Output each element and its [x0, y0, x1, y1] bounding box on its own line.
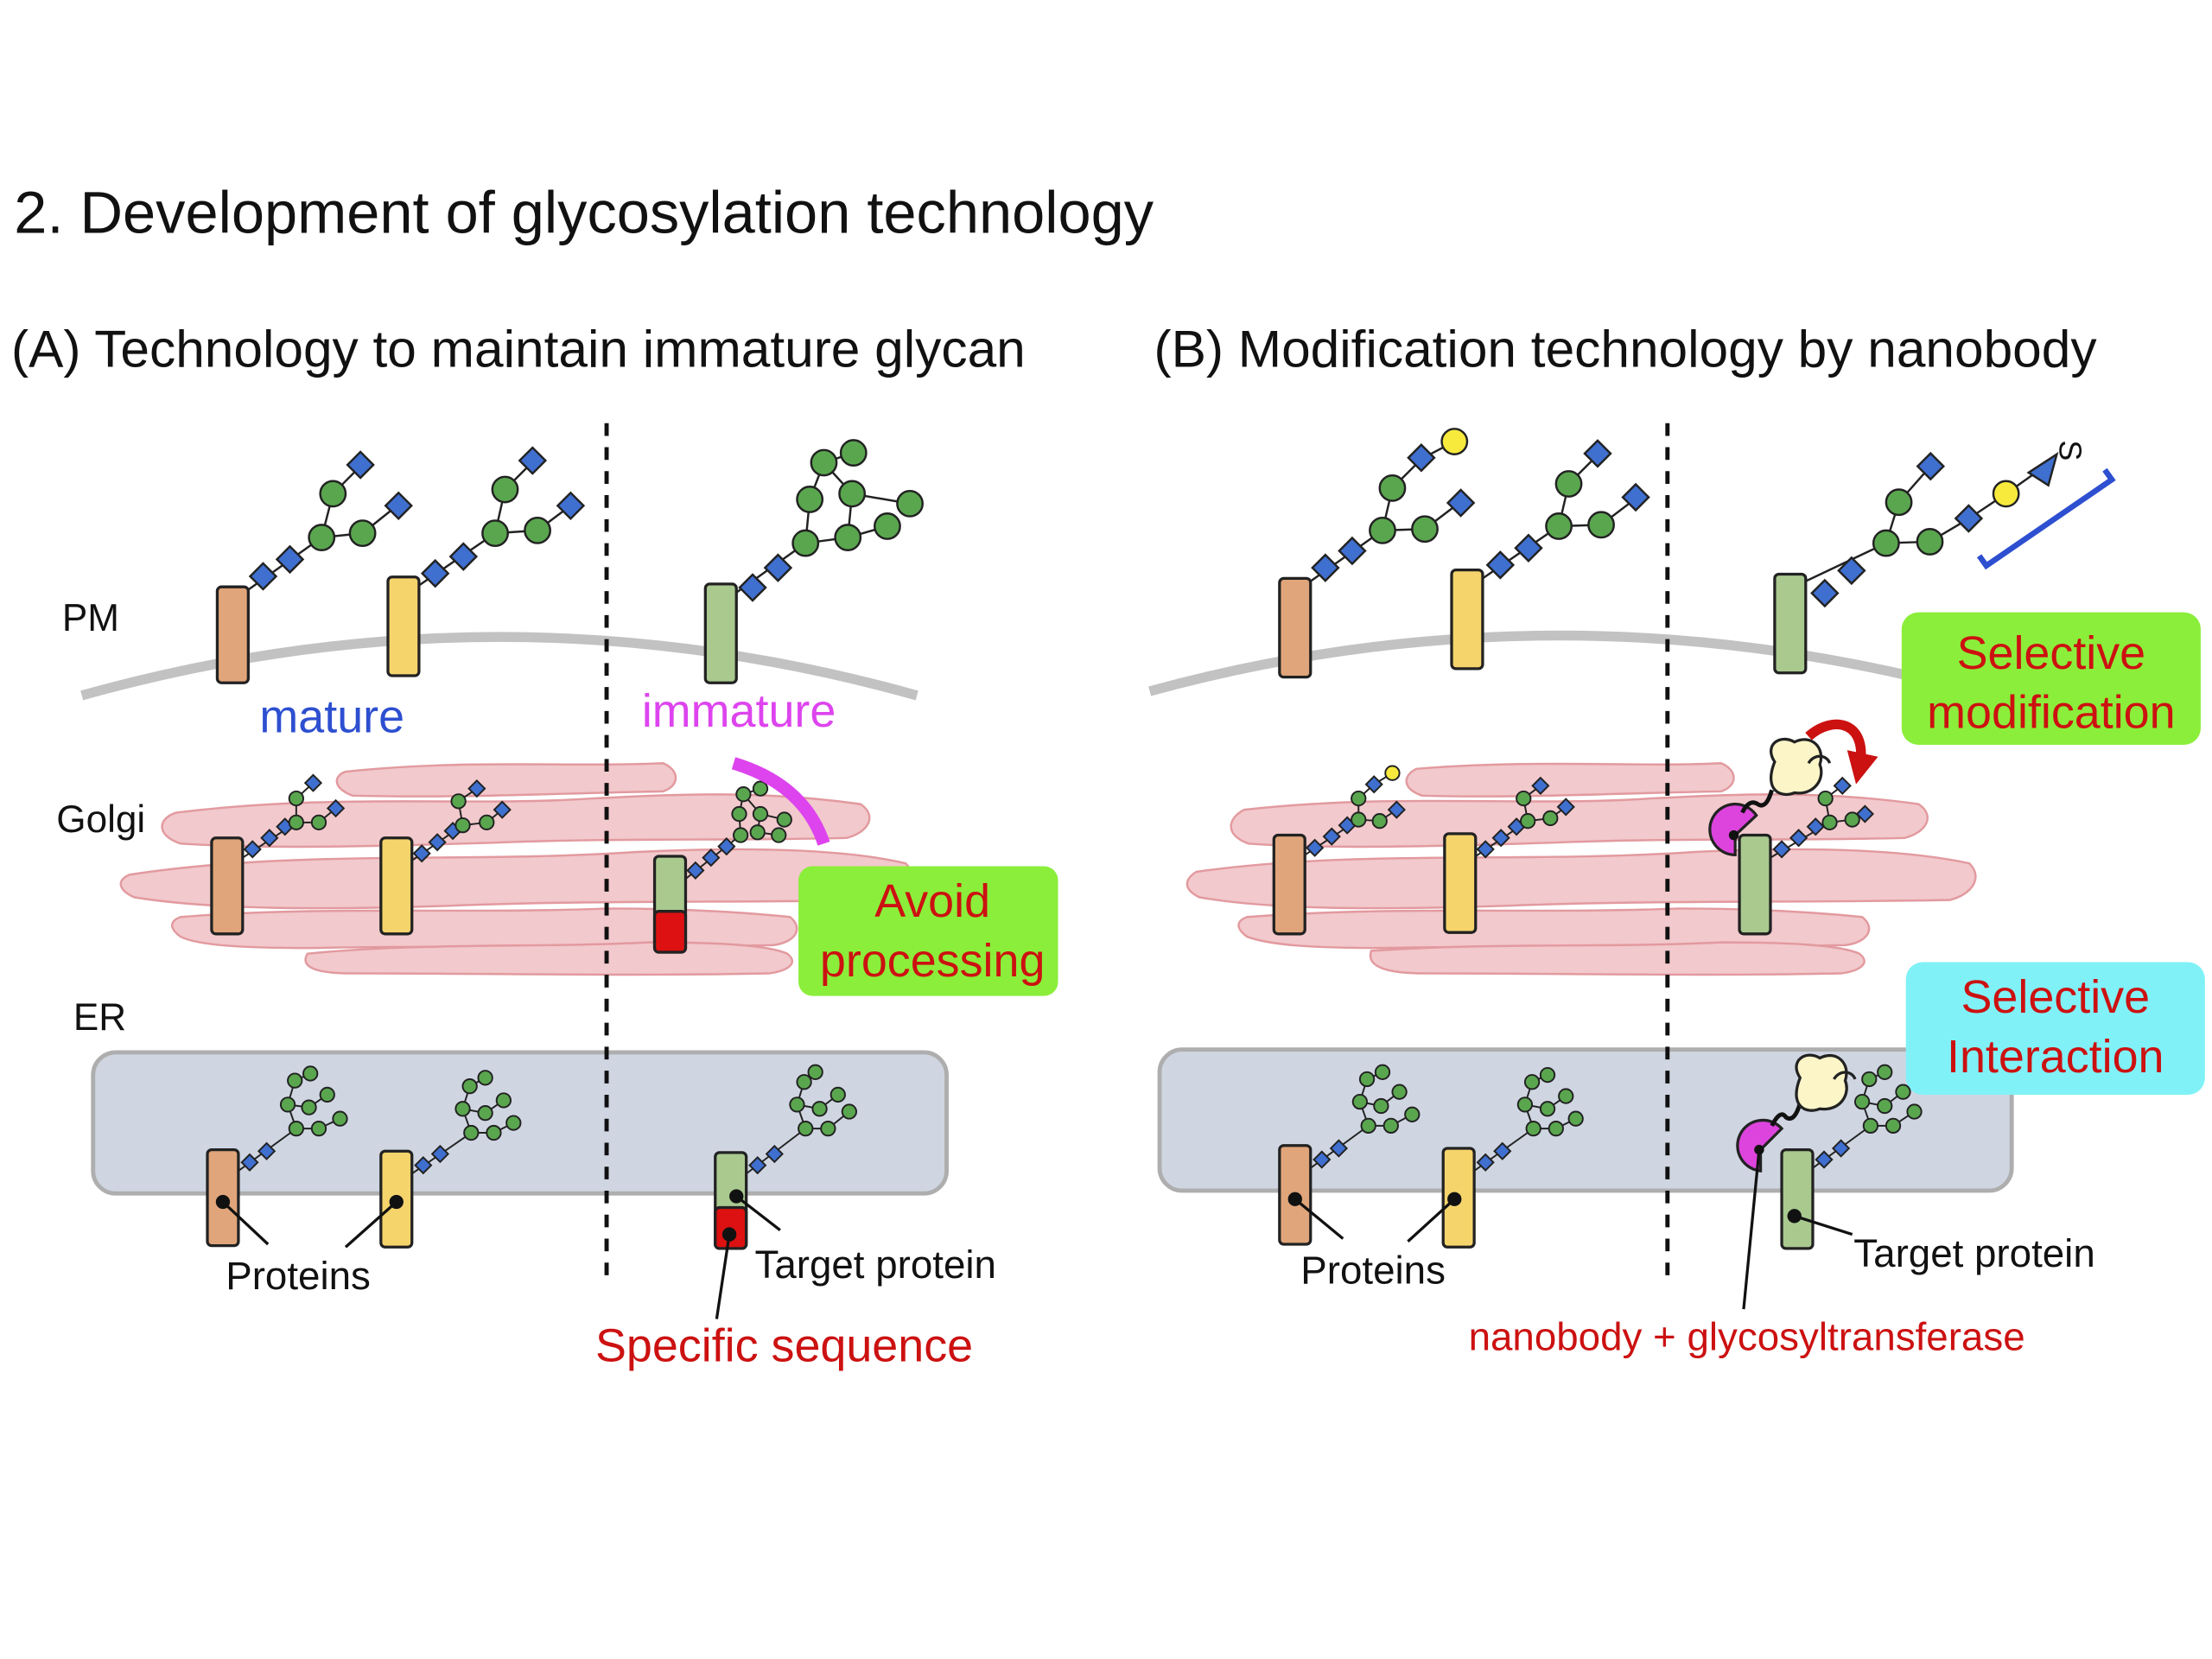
golgi-glycan-target-b: [1770, 776, 1874, 859]
er-glycan-orange: [238, 1065, 348, 1172]
er-glycan-target: [746, 1064, 857, 1175]
selective-mod-line1: Selective: [1957, 627, 2146, 679]
mature-glycan-yellow-b: [1482, 439, 1650, 580]
protein-yellow-pm-b: [1450, 568, 1484, 671]
golgi-stack-b: [1185, 762, 1977, 976]
selective-modification-label: Selective modification: [1901, 612, 2201, 746]
pointer-lines-b: [1287, 1149, 1853, 1310]
selective-mod-line2: modification: [1927, 686, 2175, 738]
selective-int-line1: Selective: [1961, 971, 2151, 1023]
nanobody-enzyme-golgi: [1708, 737, 1832, 857]
protein-yellow-golgi-b: [1443, 832, 1478, 934]
panel-b: S Selective modification: [1148, 423, 2205, 1358]
mature-glycan-yellow: [418, 446, 586, 588]
plasma-membrane-a: [80, 632, 918, 701]
pointer-lines-a: [215, 1189, 781, 1319]
golgi-glycan-target: [684, 780, 792, 880]
panel-a: PM Golgi ER: [56, 423, 1058, 1372]
target-protein-pm-b: [1773, 572, 1808, 675]
selective-interaction-label: Selective Interaction: [1905, 962, 2205, 1095]
golgi-glycan-orange-b: [1304, 765, 1406, 857]
target-protein-golgi: [652, 855, 688, 954]
target-protein-er-b: [1780, 1147, 1815, 1250]
golgi-glycan-orange: [242, 773, 346, 859]
er-glycan-target-b: [1812, 1064, 1923, 1169]
golgi-glycan-yellow: [411, 779, 512, 863]
transfer-arrow: [1805, 719, 1878, 785]
avoid-line2: processing: [820, 935, 1045, 987]
plasma-membrane-b: [1148, 630, 1962, 696]
immature-label: immature: [642, 685, 836, 737]
protein-orange-golgi-b: [1272, 833, 1306, 936]
nanobody-label: nanobody + glycosyltransferase: [1469, 1314, 2025, 1358]
protein-orange-golgi: [210, 836, 245, 936]
selective-int-line2: Interaction: [1947, 1031, 2164, 1083]
mature-glycan-orange: [247, 450, 413, 591]
page-title: 2. Development of glycosylation technolo…: [14, 179, 1154, 245]
modified-glycan-target-b: [1805, 451, 2059, 608]
sulfate-bracket: [1976, 467, 2116, 570]
s-label: S: [2053, 440, 2088, 461]
er-glycan-yellow-b: [1473, 1066, 1584, 1172]
immature-glycan-pm: [735, 439, 924, 602]
panel-b-heading: (B) Modification technology by nanobody: [1154, 319, 2098, 378]
er-glycan-yellow: [411, 1070, 522, 1175]
target-protein-pm: [703, 582, 738, 684]
mature-label: mature: [259, 690, 404, 742]
nanobody-enzyme-er: [1736, 1053, 1857, 1173]
golgi-label: Golgi: [56, 798, 145, 841]
specific-sequence-label: Specific sequence: [595, 1320, 973, 1372]
er-glycan-orange-b: [1310, 1064, 1421, 1169]
golgi-glycan-yellow-b: [1475, 776, 1575, 859]
protein-orange-pm: [215, 585, 250, 684]
block-arc: [731, 757, 830, 846]
proteins-label-b: Proteins: [1300, 1249, 1446, 1293]
target-protein-label-b: Target protein: [1853, 1231, 2094, 1275]
protein-yellow-pm: [386, 575, 421, 677]
proteins-label-a: Proteins: [226, 1254, 371, 1298]
protein-yellow-golgi: [379, 836, 414, 936]
avoid-line1: Avoid: [874, 875, 990, 927]
target-protein-golgi-b: [1738, 833, 1772, 936]
er-label: ER: [73, 996, 126, 1039]
panel-a-heading: (A) Technology to maintain immature glyc…: [11, 319, 1026, 378]
protein-orange-pm-b: [1278, 576, 1313, 679]
target-protein-label-a: Target protein: [754, 1243, 995, 1287]
avoid-processing-label: Avoid processing: [798, 866, 1058, 996]
pm-label: PM: [62, 597, 119, 639]
mature-glycan-orange-b: [1310, 428, 1476, 582]
